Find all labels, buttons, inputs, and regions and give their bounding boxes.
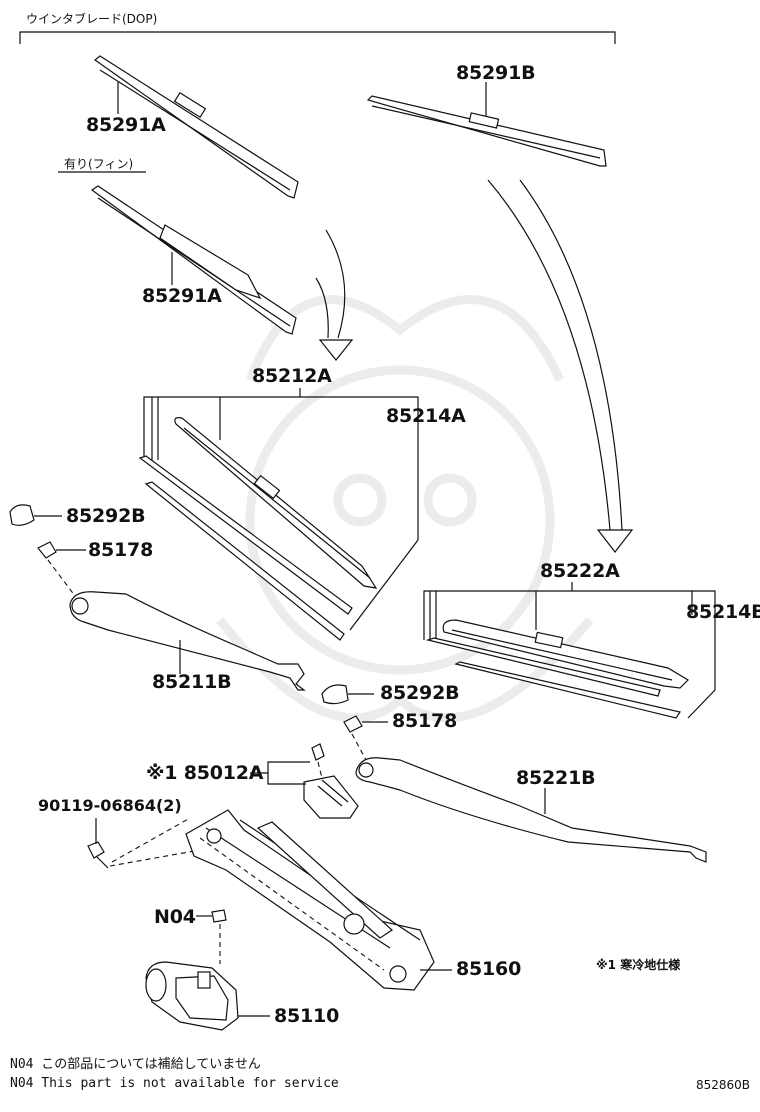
arrow-right [487,179,634,553]
label-85214b[interactable]: 85214B [686,601,760,623]
label-85211b[interactable]: 85211B [152,671,232,693]
wiper-blade-85291a-fin[interactable] [90,185,297,335]
bracket-85212a [143,388,419,631]
nut-85178-left[interactable] [37,541,86,601]
cold-region-note: ※1 寒冷地仕様 [596,958,681,972]
label-85291a-fin[interactable]: 85291A [142,285,222,307]
wiper-arm-85221b[interactable] [355,757,707,863]
wiper-blade-85291a-top[interactable] [94,55,299,199]
linkage-85160[interactable] [185,809,452,991]
rubber-refill-85214b[interactable] [425,637,681,719]
wiper-blade-85222a[interactable] [442,619,689,689]
footer-note-jp: N04 この部品については補給していません [10,1057,261,1072]
arrow-left [315,229,354,361]
with-fin-label: 有り(フィン) [64,157,134,171]
label-85291a-top[interactable]: 85291A [86,114,166,136]
watermark-logo [216,295,594,723]
cap-85292b-left[interactable] [9,504,62,526]
cap-85292b-right[interactable] [321,684,374,705]
label-85292b-right[interactable]: 85292B [380,682,460,704]
label-85160[interactable]: 85160 [456,958,522,980]
label-85292b-left[interactable]: 85292B [66,505,146,527]
label-85110[interactable]: 85110 [274,1005,340,1027]
footer-note-en: N04 This part is not available for servi… [10,1076,339,1091]
label-85214a[interactable]: 85214A [386,405,466,427]
bolt-90119[interactable] [87,817,201,869]
label-85178-left[interactable]: 85178 [88,539,154,561]
label-85291b[interactable]: 85291B [456,62,536,84]
heater-85012a[interactable] [250,743,359,819]
label-85222a[interactable]: 85222A [540,560,620,582]
nut-85178-right[interactable] [343,715,388,761]
diagram-id: 852860B [696,1078,751,1092]
bolt-n04[interactable] [196,909,227,964]
dop-bracket [19,31,616,44]
label-85012a[interactable]: ※1 85012A [146,762,264,784]
wiper-blade-85291b[interactable] [366,82,607,167]
label-n04[interactable]: N04 [154,906,196,928]
dop-wiper-label: ウインタブレード(DOP) [26,12,158,26]
label-85221b[interactable]: 85221B [516,767,596,789]
label-90119[interactable]: 90119-06864(2) [38,796,182,815]
wiper-arm-85211b[interactable] [69,591,306,691]
motor-85110[interactable] [145,961,270,1031]
wiper-blade-85212a[interactable] [174,417,378,589]
bracket-85222a [423,582,716,719]
rubber-refill-85214a[interactable] [138,455,353,641]
label-85212a[interactable]: 85212A [252,365,332,387]
label-85178-right[interactable]: 85178 [392,710,458,732]
